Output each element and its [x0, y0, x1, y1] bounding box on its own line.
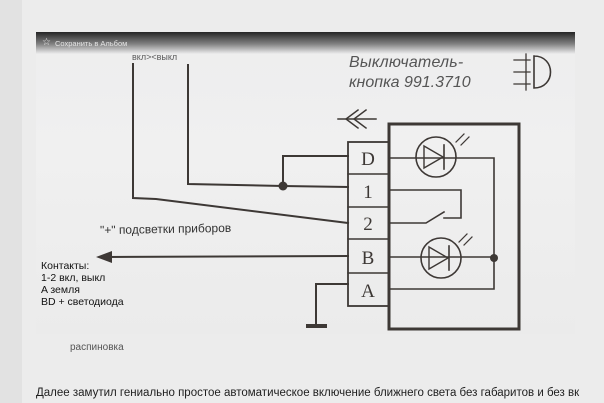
contacts-note: Контакты: 1-2 вкл, выкл A земля BD + све…: [41, 260, 124, 308]
contacts-title: Контакты:: [41, 260, 90, 272]
contacts-line: BD + светодиода: [41, 296, 124, 308]
contacts-line: A земля: [41, 284, 80, 296]
terminal-B: B: [362, 248, 375, 269]
output-label: "+" подсветки приборов: [99, 220, 232, 238]
wire-label: вкл><выкл: [132, 52, 178, 62]
terminal-2: 2: [363, 214, 373, 235]
save-to-album-button[interactable]: ☆ Сохранить в Альбом: [36, 32, 575, 54]
terminal-1: 1: [363, 182, 373, 203]
save-to-album-label: Сохранить в Альбом: [54, 38, 128, 48]
left-gutter: [0, 0, 22, 403]
post-body-text: Далее замутил гениально простое автомати…: [36, 387, 580, 399]
contacts-line: 1-2 вкл, выкл: [41, 272, 106, 284]
diagram-title-line2: кнопка 991.3710: [349, 74, 471, 91]
terminal-A: A: [361, 281, 375, 302]
photo-caption: распиновка: [70, 342, 124, 353]
star-icon: ☆: [42, 37, 51, 48]
wiring-diagram: D 1 2 B A: [96, 53, 552, 331]
terminal-D: D: [361, 149, 375, 170]
post-photo[interactable]: D 1 2 B A вкл><выкл Выключатель- кнопка …: [36, 32, 575, 334]
diagram-title-line1: Выключатель-: [349, 54, 464, 71]
